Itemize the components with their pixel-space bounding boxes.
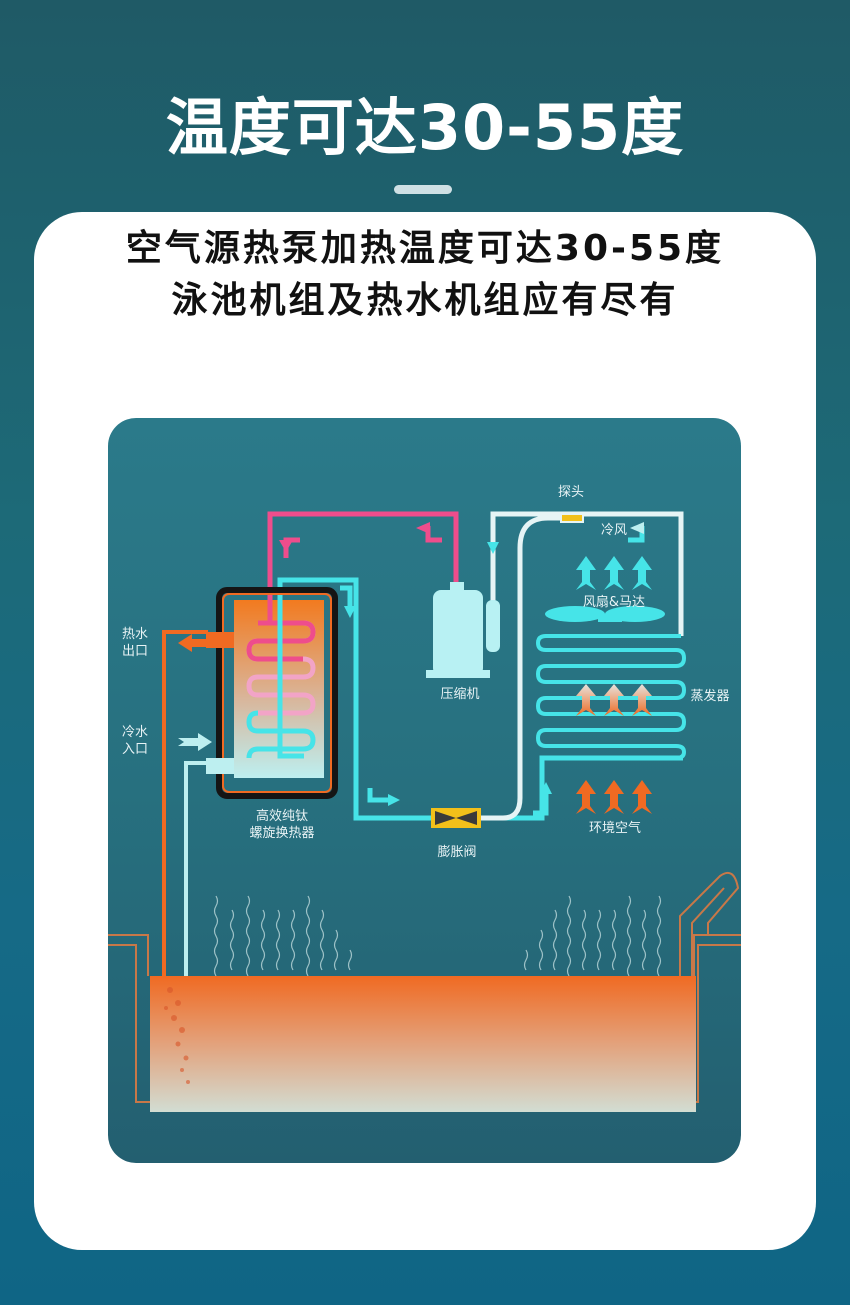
cold-water-pipe [184,761,208,978]
diagram-graphics [108,511,741,1112]
ambient-air-arrows [576,780,652,814]
heat-exchanger [206,587,338,799]
evaporator-arrows [576,684,652,716]
page-title: 温度可达30-55度 [165,91,685,164]
subtitle-line-1: 空气源热泵加热温度可达30-55度 [125,228,725,269]
subtitle-line-2: 泳池机组及热水机组应有尽有 [171,280,679,321]
ambient-air-label: 环境空气 [588,821,641,836]
cold-air-arrows [576,556,652,590]
heat-exchanger-label: 高效纯钛 螺旋换热器 [249,809,315,841]
cold-air-label: 冷风 [600,523,627,538]
hot-water-outlet-label: 热水 出口 [122,627,149,659]
hot-water-pipe [162,630,208,978]
hot-water-out-arrow-icon [178,634,212,652]
evaporator-coil [535,634,687,760]
bubbles [164,987,190,1084]
compressor-icon [426,582,500,678]
fan-motor-label: 风扇&马达 [582,595,646,610]
swimming-pool [108,872,741,1112]
probe-icon [560,513,584,523]
evaporator-label: 蒸发器 [690,689,730,704]
hot-pipe-arrow-icon-2 [416,522,430,534]
fan-icon [545,606,665,622]
cold-water-in-arrow-icon [178,733,212,751]
heat-pump-diagram: 热水 出口 冷水 入口 高效纯钛 螺旋换热器 膨胀阀 压缩机 探头 冷风 风扇&… [108,418,741,1163]
hot-pipe-arrow-icon [279,540,293,552]
expansion-valve-icon [431,808,481,828]
compressor-label: 压缩机 [440,687,480,702]
probe-label: 探头 [557,485,584,500]
cold-water-inlet-label: 冷水 入口 [122,725,149,757]
expansion-valve-label: 膨胀阀 [437,845,477,860]
steam-lines [213,895,662,977]
title-divider [394,185,452,194]
